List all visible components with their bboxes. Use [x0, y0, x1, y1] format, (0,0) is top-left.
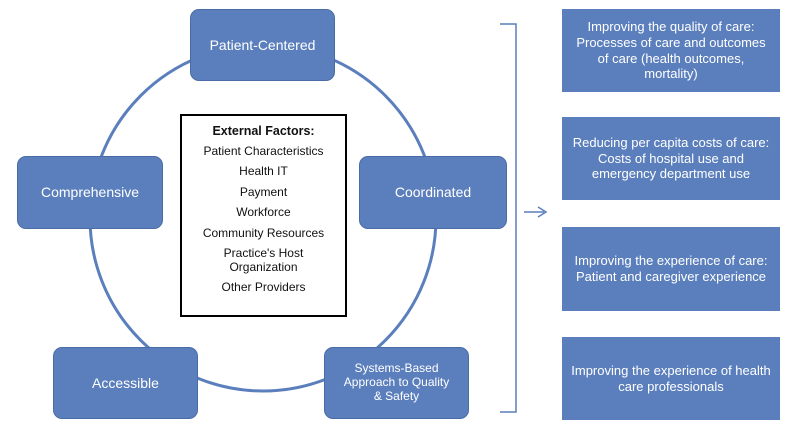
- patient-centered-node: Patient-Centered: [190, 9, 335, 81]
- accessible-label: Accessible: [92, 374, 159, 391]
- accessible-node: Accessible: [53, 347, 198, 419]
- outcome-heading: Improving the quality of care:: [587, 19, 755, 35]
- right-arrow-head-icon: [537, 206, 548, 218]
- factor-item: Practice's Host Organization: [223, 246, 304, 274]
- patient-centered-label: Patient-Centered: [209, 36, 316, 53]
- outcome-quality-box: Improving the quality of care: Processes…: [562, 9, 780, 92]
- outcome-professionals-box: Improving the experience of health care …: [562, 337, 780, 420]
- comprehensive-node: Comprehensive: [17, 156, 163, 229]
- outcome-detail: Processes of care and outcomes of care (…: [576, 34, 766, 82]
- outcome-heading: Improving the experience of health care …: [571, 362, 771, 394]
- comprehensive-label: Comprehensive: [40, 184, 140, 201]
- external-factors-box: External Factors: Patient Characteristic…: [180, 114, 347, 317]
- coordinated-label: Coordinated: [394, 184, 472, 201]
- external-factors-title: External Factors:: [212, 124, 315, 138]
- outcome-detail: Patient and caregiver experience: [575, 269, 767, 284]
- factor-item: Patient Characteristics: [203, 144, 324, 158]
- factor-item: Health IT: [239, 164, 288, 179]
- outcome-detail: Costs of hospital use and emergency depa…: [591, 150, 751, 182]
- outcome-heading: Improving the experience of care:: [574, 253, 768, 269]
- outcome-heading: Reducing per capita costs of care:: [572, 135, 770, 151]
- factor-item: Other Providers: [221, 280, 306, 295]
- factor-item: Community Resources: [202, 225, 325, 240]
- systems-based-node: Systems-Based Approach to Quality & Safe…: [324, 347, 469, 419]
- factor-item: Payment: [239, 184, 288, 199]
- systems-based-label: Systems-Based Approach to Quality & Safe…: [343, 361, 450, 403]
- right-bracket-icon: [500, 23, 517, 413]
- factor-item: Workforce: [236, 205, 291, 220]
- outcome-experience-box: Improving the experience of care: Patien…: [562, 227, 780, 311]
- coordinated-node: Coordinated: [359, 156, 507, 229]
- outcome-costs-box: Reducing per capita costs of care: Costs…: [562, 117, 780, 200]
